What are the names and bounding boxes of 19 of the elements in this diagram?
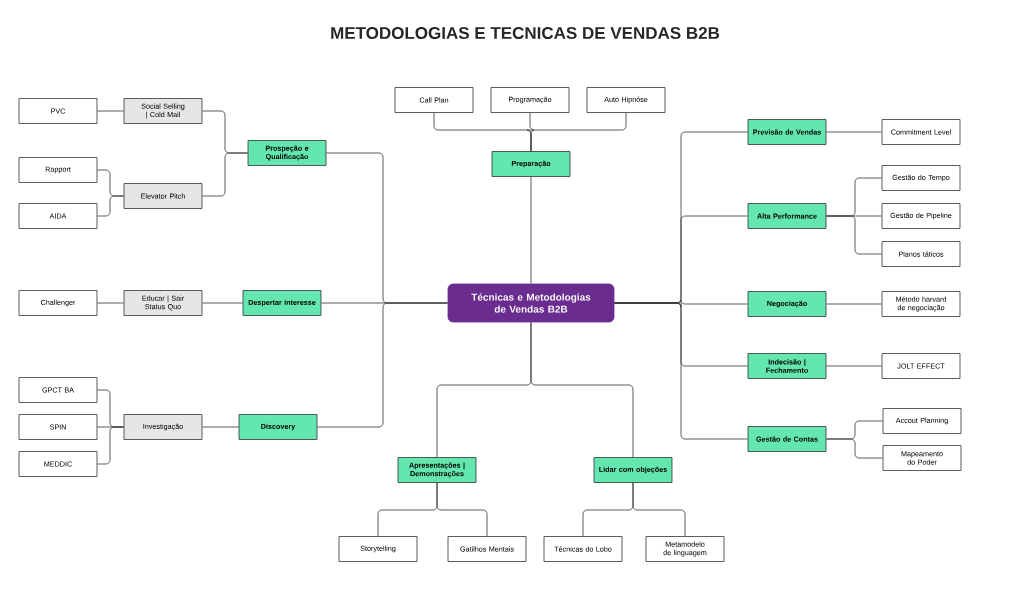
connector-line [826,215,882,255]
connector-line [614,302,748,440]
connector-line [317,302,448,428]
connector-line [826,131,882,133]
central-topic-box: Técnicas e Metodologias de Vendas B2B [447,283,615,323]
connector-line [97,302,124,304]
connector-line [530,112,627,152]
connector-line [826,303,882,305]
title: METODOLOGIAS E TECNICAS DE VENDAS B2B [331,27,720,40]
connector-line [632,482,686,537]
connector-line [202,302,243,304]
connector-line [826,365,882,367]
connector-line [97,110,124,112]
connector-line [202,152,248,197]
connector-line [826,438,883,459]
connector-line [436,482,488,537]
connector-line [202,426,239,428]
connector-line [530,322,634,458]
connector-line [530,176,532,284]
